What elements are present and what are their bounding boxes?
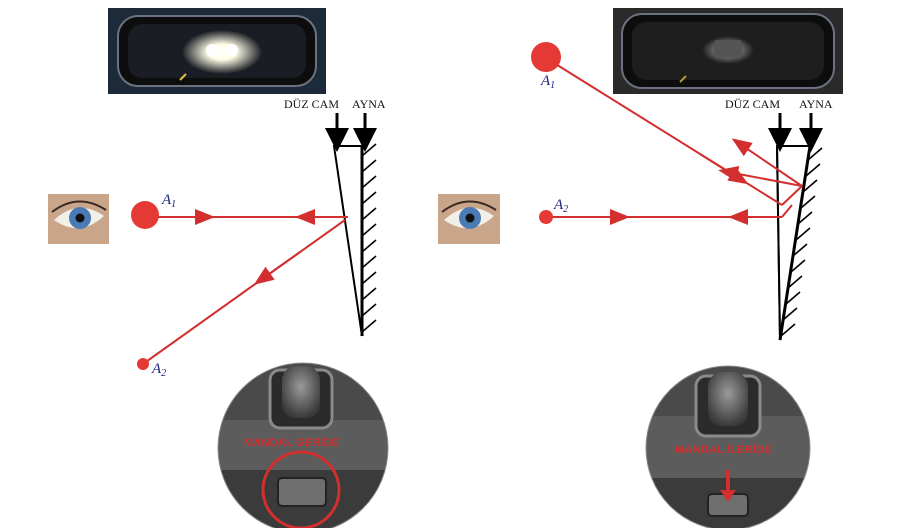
ray-a2-internal bbox=[781, 204, 793, 218]
left-diagram bbox=[48, 8, 389, 528]
glass-mirror-wedge bbox=[768, 113, 823, 341]
ray-a1-arrow bbox=[699, 153, 749, 185]
mirror-hatching bbox=[780, 147, 823, 337]
lever-status-text: MANDAL İLERİDE bbox=[675, 444, 772, 456]
label-ayna: AYNA bbox=[799, 97, 833, 111]
panel-night-mode: DÜZ CAM AYNA A1 A2 MANDAL İLERİDE bbox=[438, 0, 900, 528]
rearview-mirror-photo bbox=[613, 8, 843, 94]
mirror-lever-photo bbox=[645, 365, 811, 528]
light-rays bbox=[545, 57, 803, 225]
ray-a2-arrow bbox=[253, 251, 301, 285]
eye-icon bbox=[48, 194, 109, 244]
point-a2-dot bbox=[539, 210, 553, 224]
right-diagram bbox=[438, 8, 843, 528]
lever-highlight-circle bbox=[261, 450, 341, 528]
light-rays bbox=[142, 209, 348, 365]
label-point-a1: A1 bbox=[162, 192, 177, 210]
label-point-a1: A1 bbox=[541, 73, 556, 91]
ray-a2 bbox=[142, 219, 346, 365]
point-a1-dot bbox=[531, 42, 561, 72]
arrow-down-icon bbox=[720, 470, 736, 502]
label-ayna: AYNA bbox=[352, 97, 386, 111]
eye-icon bbox=[438, 194, 500, 244]
label-duz-cam: DÜZ CAM bbox=[725, 97, 781, 111]
label-point-a2: A2 bbox=[554, 197, 569, 215]
panel-day-mode: DÜZ CAM AYNA A1 A2 MANDAL GERİDE bbox=[48, 8, 389, 528]
point-a2-dot bbox=[137, 358, 149, 370]
glass-mirror-wedge bbox=[325, 113, 377, 337]
label-duz-cam: DÜZ CAM bbox=[284, 97, 340, 111]
ray-a1-reflect-1 bbox=[718, 165, 803, 187]
mirror-hatching bbox=[361, 143, 377, 333]
rearview-mirror-photo bbox=[108, 8, 326, 94]
point-a1-dot bbox=[131, 201, 159, 229]
label-point-a2: A2 bbox=[152, 361, 167, 379]
lever-status-text: MANDAL GERİDE bbox=[244, 437, 340, 449]
ray-a1-reflect-2 bbox=[731, 138, 803, 187]
ray-a1-internal bbox=[781, 185, 803, 206]
